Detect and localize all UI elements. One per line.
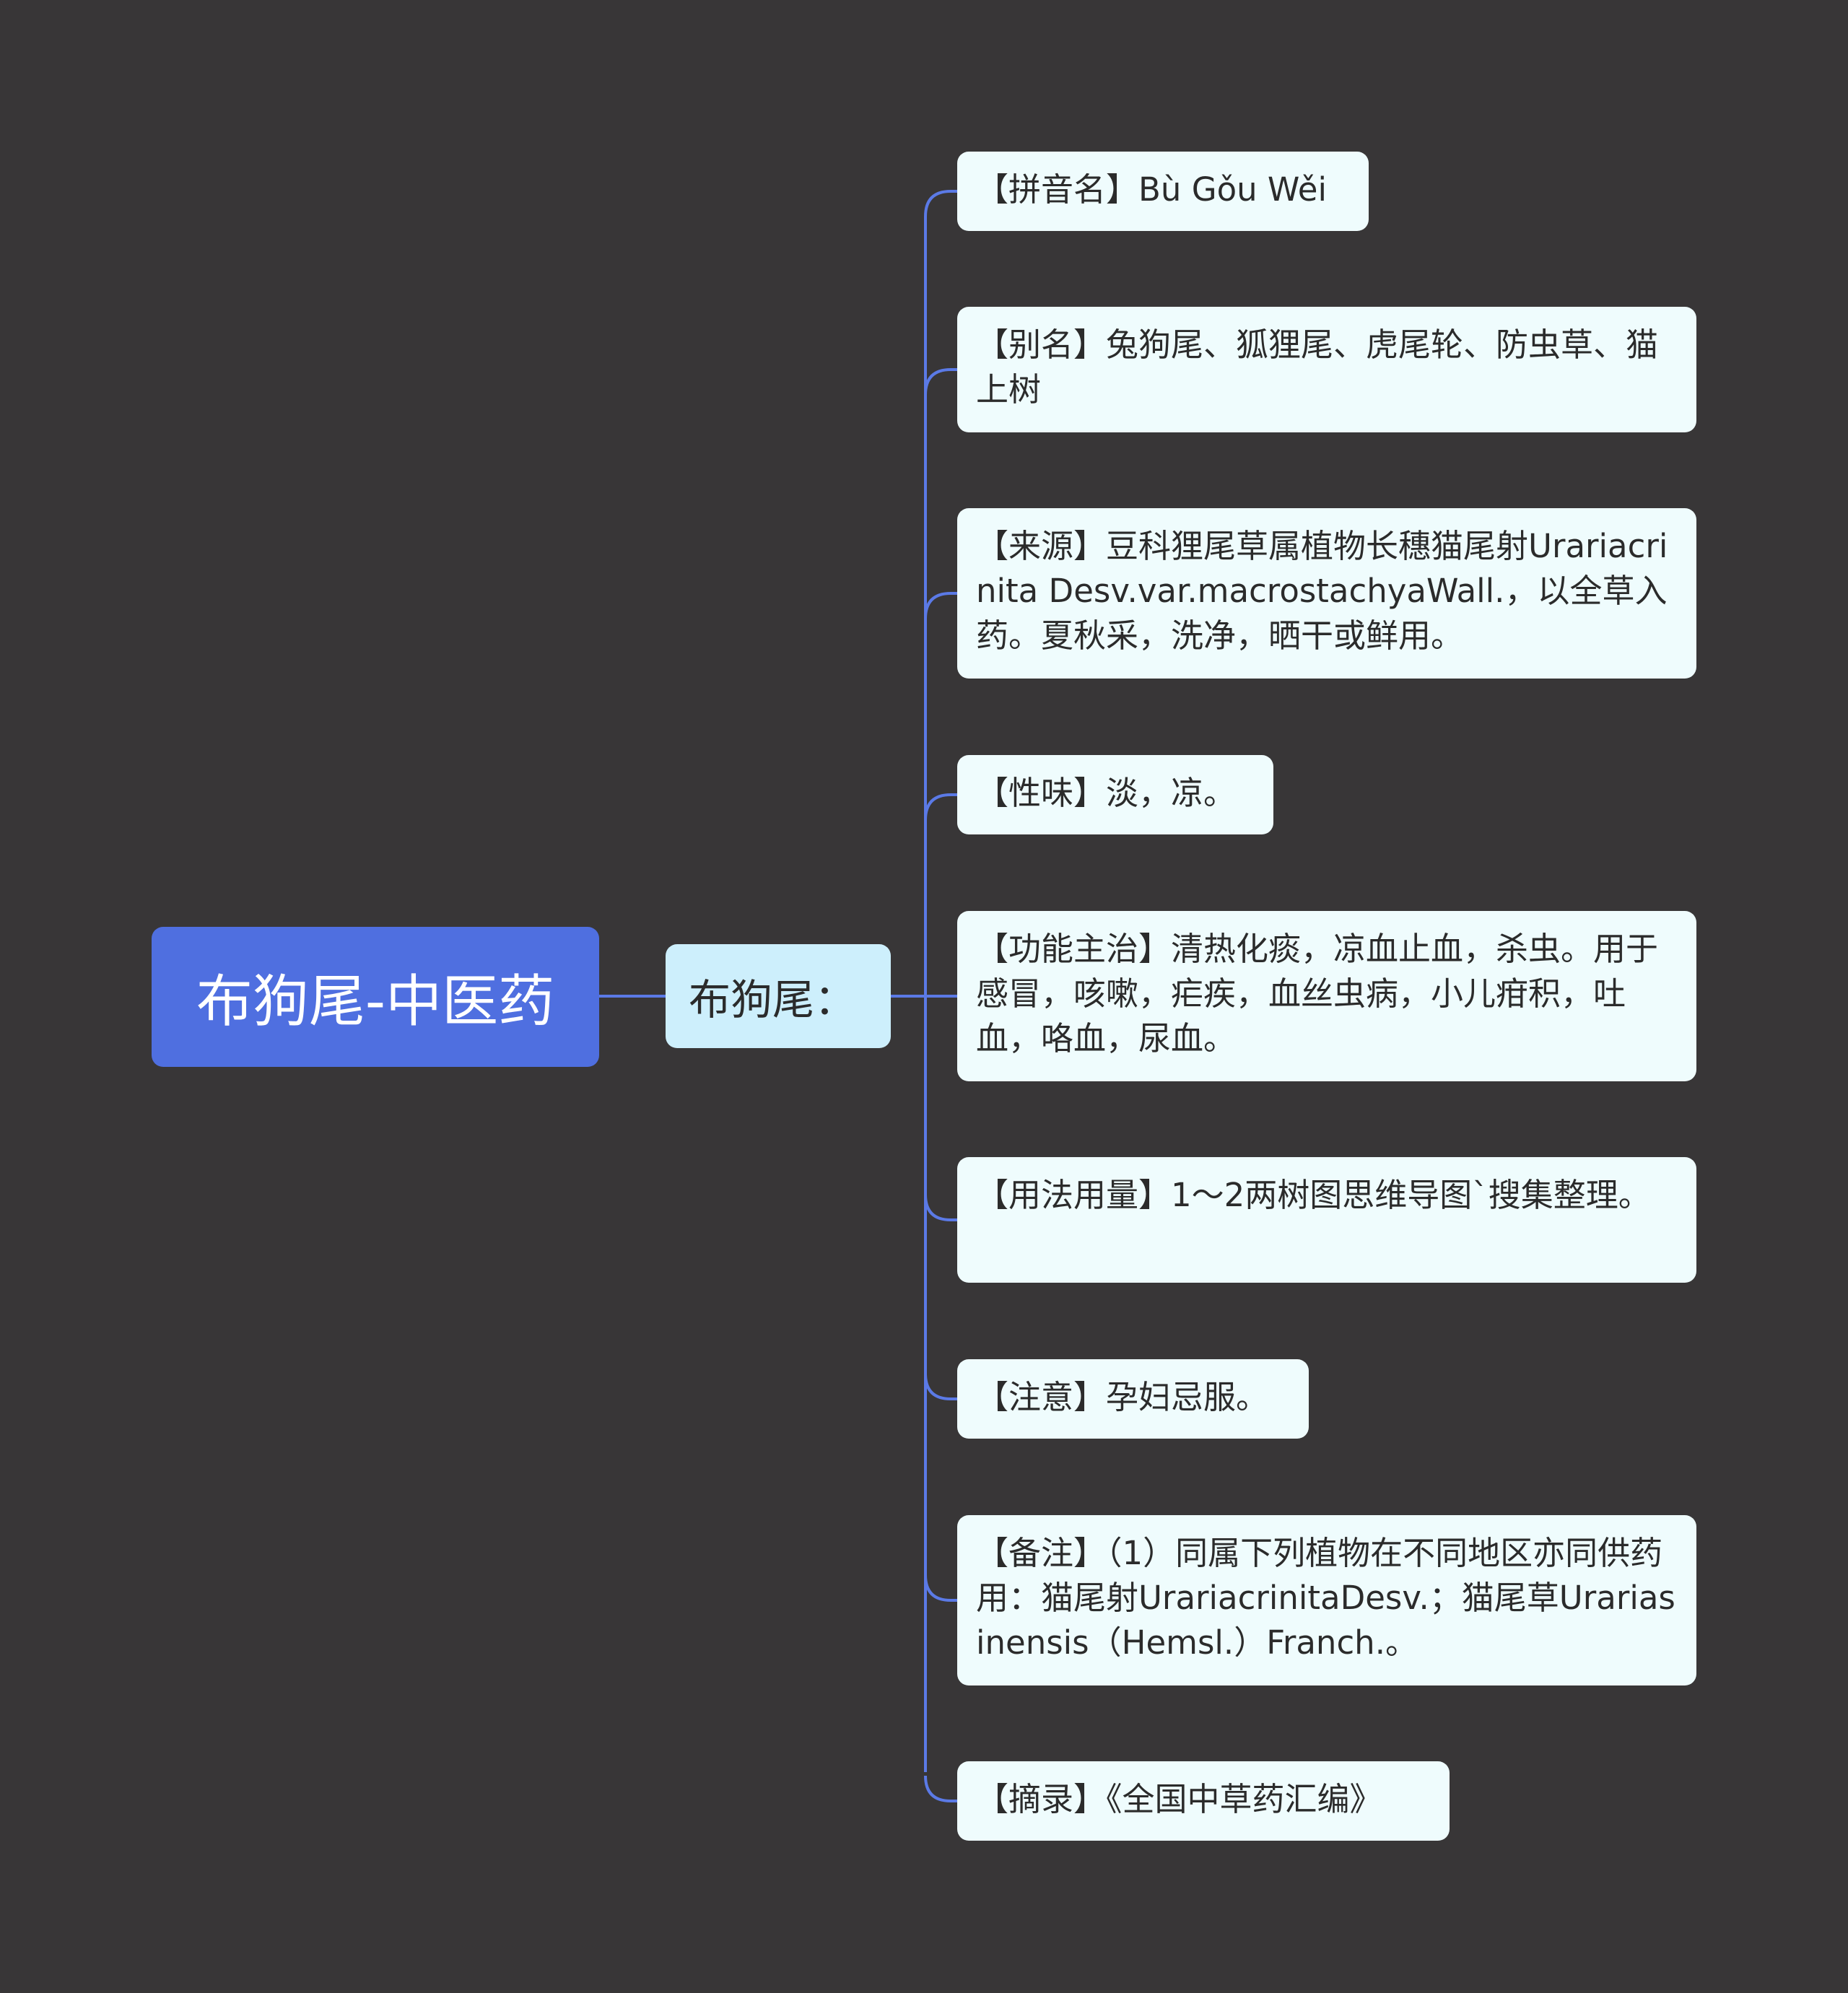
- branch-connector-7: [924, 1373, 957, 1400]
- leaf-text: 【注意】孕妇忌服。: [976, 1378, 1269, 1416]
- leaf-node-taste[interactable]: 【性味】淡，凉。: [957, 755, 1273, 834]
- root-node[interactable]: 布狗尾-中医药: [152, 927, 599, 1067]
- leaf-text: 【别名】兔狗尾、狐狸尾、虎尾轮、防虫草、猫上树: [976, 326, 1659, 409]
- leaf-node-alias[interactable]: 【别名】兔狗尾、狐狸尾、虎尾轮、防虫草、猫上树: [957, 307, 1696, 432]
- leaf-text: 【来源】豆科狸尾草属植物长穗猫尾射Urariacrinita Desv.var.…: [976, 527, 1668, 655]
- leaf-node-functions[interactable]: 【功能主治】清热化痰，凉血止血，杀虫。用于感冒，咳嗽，疟疾，血丝虫病，小儿疳积，…: [957, 911, 1696, 1081]
- sub-topic-node[interactable]: 布狗尾：: [666, 944, 891, 1048]
- branch-connector-1: [924, 190, 957, 217]
- leaf-text: 【用法用量】1～2两树图思维导图`搜集整理。: [976, 1176, 1651, 1214]
- leaf-node-excerpt[interactable]: 【摘录】《全国中草药汇编》: [957, 1761, 1450, 1841]
- leaf-node-source[interactable]: 【来源】豆科狸尾草属植物长穗猫尾射Urariacrinita Desv.var.…: [957, 508, 1696, 679]
- leaf-node-dosage[interactable]: 【用法用量】1～2两树图思维导图`搜集整理。: [957, 1157, 1696, 1283]
- branch-connector-2: [924, 368, 957, 396]
- branch-connector-6: [924, 1194, 957, 1221]
- root-node-label: 布狗尾-中医药: [196, 969, 555, 1034]
- branch-connector-3: [924, 592, 957, 619]
- leaf-text: 【摘录】《全国中草药汇编》: [976, 1780, 1382, 1818]
- sub-topic-label: 布狗尾：: [689, 975, 857, 1024]
- leaf-node-caution[interactable]: 【注意】孕妇忌服。: [957, 1359, 1309, 1439]
- leaf-text: 【功能主治】清热化痰，凉血止血，杀虫。用于感冒，咳嗽，疟疾，血丝虫病，小儿疳积，…: [976, 930, 1659, 1057]
- branch-connector-4: [924, 793, 957, 821]
- leaf-text: 【性味】淡，凉。: [976, 774, 1237, 812]
- leaf-node-remarks[interactable]: 【备注】（1）同属下列植物在不同地区亦同供药用：猫尾射Urariacrinita…: [957, 1515, 1696, 1685]
- leaf-text: 【备注】（1）同属下列植物在不同地区亦同供药用：猫尾射Urariacrinita…: [976, 1534, 1675, 1662]
- leaf-node-pinyin[interactable]: 【拼音名】Bù Gǒu Wěi: [957, 152, 1369, 231]
- branch-connector-9: [924, 1775, 957, 1802]
- branch-connector-8: [924, 1574, 957, 1602]
- leaf-text: 【拼音名】Bù Gǒu Wěi: [976, 170, 1327, 209]
